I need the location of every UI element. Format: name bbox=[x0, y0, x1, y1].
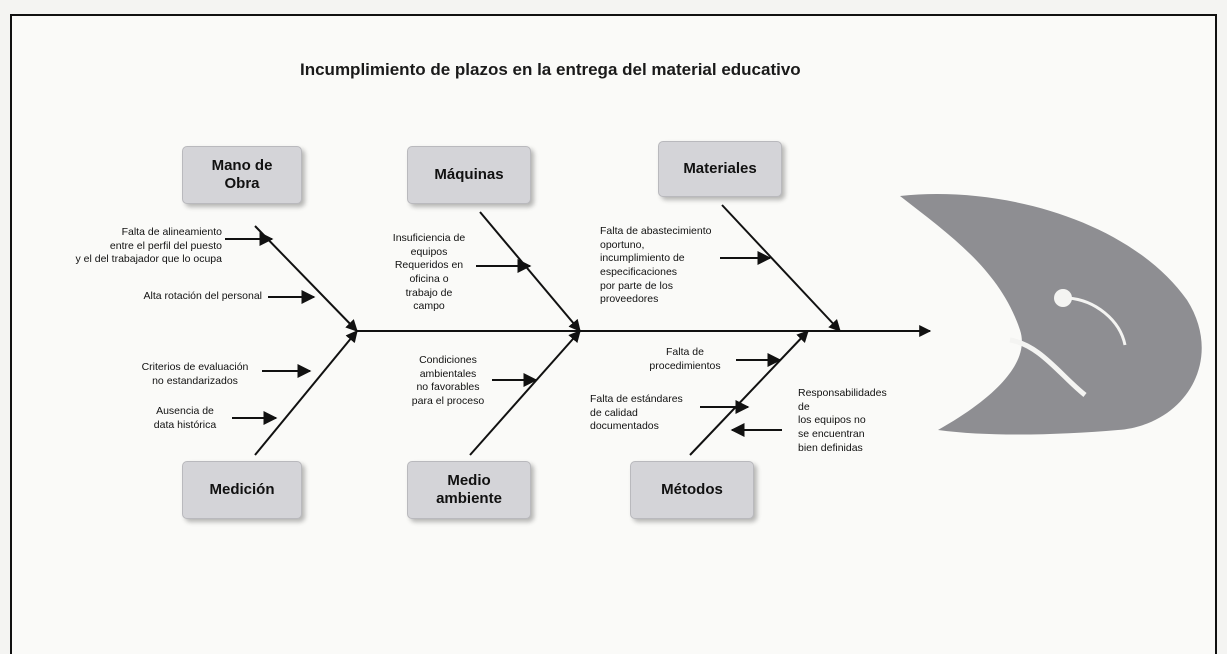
category-medicion: Medición bbox=[182, 461, 302, 519]
bone-medio-ambiente bbox=[469, 330, 581, 456]
category-maquinas: Máquinas bbox=[407, 146, 531, 204]
bone-mano-de-obra bbox=[254, 225, 358, 332]
fish-eye bbox=[1054, 289, 1072, 307]
bone-medicion bbox=[254, 330, 358, 456]
bone-materiales bbox=[721, 204, 841, 332]
category-metodos: Métodos bbox=[630, 461, 754, 519]
bone-maquinas bbox=[479, 211, 581, 332]
fish-head-shape bbox=[900, 194, 1202, 435]
diagram-frame bbox=[10, 14, 1217, 654]
fish-mouth-line bbox=[1009, 337, 1087, 397]
fish-jaw-line bbox=[1067, 296, 1127, 346]
diagram-title: Incumplimiento de plazos en la entrega d… bbox=[300, 60, 801, 79]
cause-text: Alta rotación del personal bbox=[143, 290, 263, 302]
bone-metodos bbox=[689, 330, 809, 456]
category-medio-ambiente: Medio ambiente bbox=[407, 461, 531, 519]
category-materiales: Materiales bbox=[658, 141, 782, 197]
category-mano-de-obra: Mano de Obra bbox=[182, 146, 302, 204]
